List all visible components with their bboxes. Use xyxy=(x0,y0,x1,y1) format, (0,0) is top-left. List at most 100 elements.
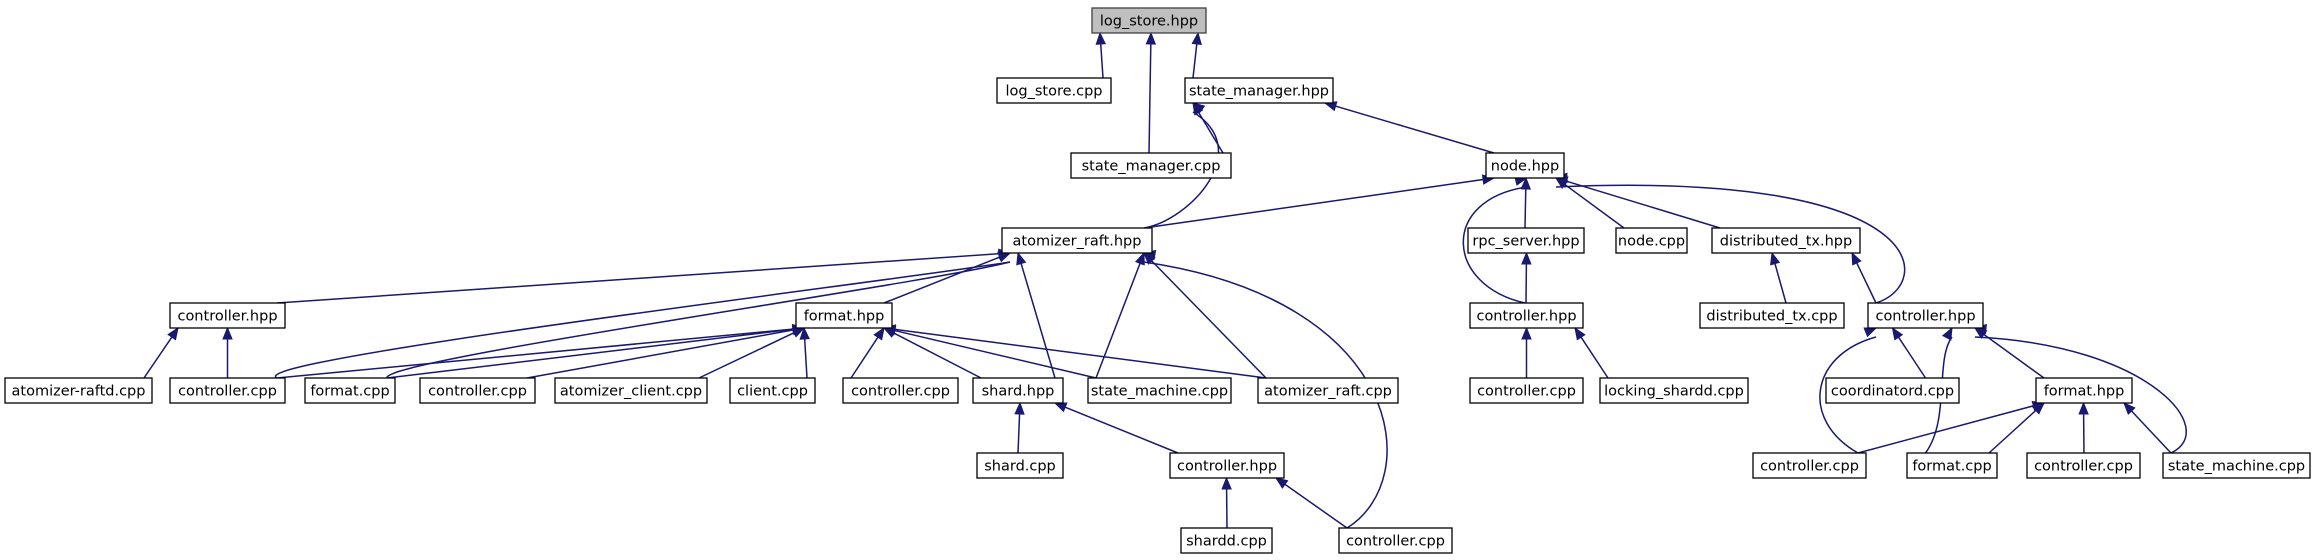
node-frame xyxy=(1001,227,1153,254)
arrowhead-icon xyxy=(1221,476,1232,490)
arrowhead-icon xyxy=(222,326,233,340)
node-label: coordinatord.cpp xyxy=(1831,384,1954,400)
node-box[interactable]: atomizer_raft.hpp xyxy=(1001,227,1153,254)
node-frame xyxy=(4,377,153,404)
edge-line xyxy=(386,328,795,379)
node-label: controller.cpp xyxy=(1346,534,1445,550)
node-box[interactable]: state_machine.cpp xyxy=(1087,377,1232,404)
edge-n28-to-n21 xyxy=(1014,401,1025,454)
edge-n24-to-n11 xyxy=(1521,326,1532,378)
edge-n23-to-n5 xyxy=(1143,252,1267,379)
edge-line xyxy=(1897,335,1927,379)
node-box[interactable]: coordinatord.cpp xyxy=(1825,377,1960,404)
node-box[interactable]: controller.cpp xyxy=(1469,377,1584,404)
node-frame xyxy=(1699,302,1845,329)
node-box[interactable]: node.hpp xyxy=(1485,152,1565,179)
node-box[interactable]: state_machine.cpp xyxy=(2162,452,2311,479)
node-box[interactable]: controller.cpp xyxy=(1752,452,1867,479)
edge-line xyxy=(386,261,1011,379)
node-label: atomizer_raft.hpp xyxy=(1013,234,1142,250)
arrowhead-icon xyxy=(1014,401,1025,415)
node-label: controller.cpp xyxy=(851,384,950,400)
node-label: controller.hpp xyxy=(1875,309,1975,325)
edge-line xyxy=(1462,186,1527,304)
node-box[interactable]: distributed_tx.cpp xyxy=(1699,302,1845,329)
edge-line xyxy=(1143,111,1220,229)
node-frame xyxy=(2026,452,2141,479)
edge-n18-to-n10 xyxy=(698,327,806,379)
node-box[interactable]: locking_shardd.cpp xyxy=(1599,377,1749,404)
edge-n34-to-n29 xyxy=(1221,476,1232,529)
node-label: controller.cpp xyxy=(1477,384,1576,400)
node-box[interactable]: atomizer_raft.cpp xyxy=(1257,377,1399,404)
edge-line xyxy=(1773,262,1787,304)
node-box[interactable]: shard.hpp xyxy=(972,377,1064,404)
arrowhead-icon xyxy=(1574,326,1586,341)
node-box[interactable]: node.cpp xyxy=(1615,227,1688,254)
node-box[interactable]: rpc_server.hpp xyxy=(1467,227,1585,254)
arrowhead-icon xyxy=(1851,251,1862,266)
arrowhead-icon xyxy=(1863,327,1878,338)
node-box[interactable]: log_store.cpp xyxy=(996,77,1112,104)
root-node-box[interactable]: log_store.hpp xyxy=(1091,7,1207,34)
node-frame xyxy=(169,377,286,404)
node-label: controller.cpp xyxy=(178,384,277,400)
node-box[interactable]: distributed_tx.hpp xyxy=(1711,227,1861,254)
node-frame xyxy=(304,377,396,404)
edge-n15-to-n9 xyxy=(222,326,233,378)
edge-n35-to-n29 xyxy=(1274,477,1348,529)
node-frame xyxy=(1615,227,1688,254)
node-frame xyxy=(1599,377,1749,404)
node-frame xyxy=(1169,452,1285,479)
node-label: state_machine.cpp xyxy=(1091,384,1228,400)
arrowhead-icon xyxy=(1941,326,1953,341)
edge-line xyxy=(892,331,982,379)
edge-line xyxy=(1565,180,1721,229)
node-box[interactable]: format.cpp xyxy=(1906,452,1998,479)
node-box[interactable]: controller.cpp xyxy=(842,377,959,404)
node-box[interactable]: controller.hpp xyxy=(169,302,286,329)
edge-line xyxy=(893,328,1267,379)
node-box[interactable]: controller.cpp xyxy=(169,377,286,404)
edge-n12-to-n8 xyxy=(1770,251,1787,304)
node-box[interactable]: atomizer-raftd.cpp xyxy=(4,377,153,404)
node-label: state_manager.hpp xyxy=(1189,84,1329,100)
node-frame xyxy=(1825,377,1960,404)
edge-line xyxy=(1982,333,2045,379)
node-box[interactable]: format.hpp xyxy=(795,302,893,329)
node-frame xyxy=(1752,452,1867,479)
arrowhead-icon xyxy=(1521,251,1532,265)
edge-line xyxy=(1192,42,1198,79)
node-label: rpc_server.hpp xyxy=(1472,234,1579,250)
edge-n4-to-n2 xyxy=(1323,101,1495,154)
arrowhead-icon xyxy=(1191,102,1206,115)
node-box[interactable]: format.cpp xyxy=(304,377,396,404)
node-box[interactable]: controller.hpp xyxy=(1469,302,1584,329)
node-box[interactable]: controller.cpp xyxy=(1338,527,1453,554)
node-box[interactable]: format.hpp xyxy=(2035,377,2133,404)
edge-line xyxy=(1988,409,2038,454)
edge-line xyxy=(803,337,808,379)
edge-n9-to-n5 xyxy=(276,248,1012,304)
arrowhead-icon xyxy=(1520,176,1532,190)
edge-line xyxy=(1063,406,1179,454)
node-box[interactable]: state_manager.hpp xyxy=(1184,77,1334,104)
node-box[interactable]: controller.hpp xyxy=(1169,452,1285,479)
node-box[interactable]: shardd.cpp xyxy=(1180,527,1273,554)
edge-n15-to-n5 xyxy=(274,250,1012,379)
node-box[interactable]: state_manager.cpp xyxy=(1070,152,1232,179)
node-label: controller.hpp xyxy=(1177,459,1277,475)
node-frame xyxy=(795,302,893,329)
node-box[interactable]: client.cpp xyxy=(729,377,816,404)
node-box[interactable]: atomizer_client.cpp xyxy=(554,377,708,404)
node-box[interactable]: controller.cpp xyxy=(419,377,536,404)
arrowhead-icon xyxy=(1770,251,1781,266)
node-frame xyxy=(1180,527,1273,554)
node-box[interactable]: controller.hpp xyxy=(1867,302,1984,329)
node-box[interactable]: shard.cpp xyxy=(976,452,1064,479)
edge-line xyxy=(1148,42,1152,154)
edge-n15-to-n10 xyxy=(276,323,806,379)
node-box[interactable]: controller.cpp xyxy=(2026,452,2141,479)
edges-layer xyxy=(143,31,2187,529)
node-frame xyxy=(1091,7,1207,34)
